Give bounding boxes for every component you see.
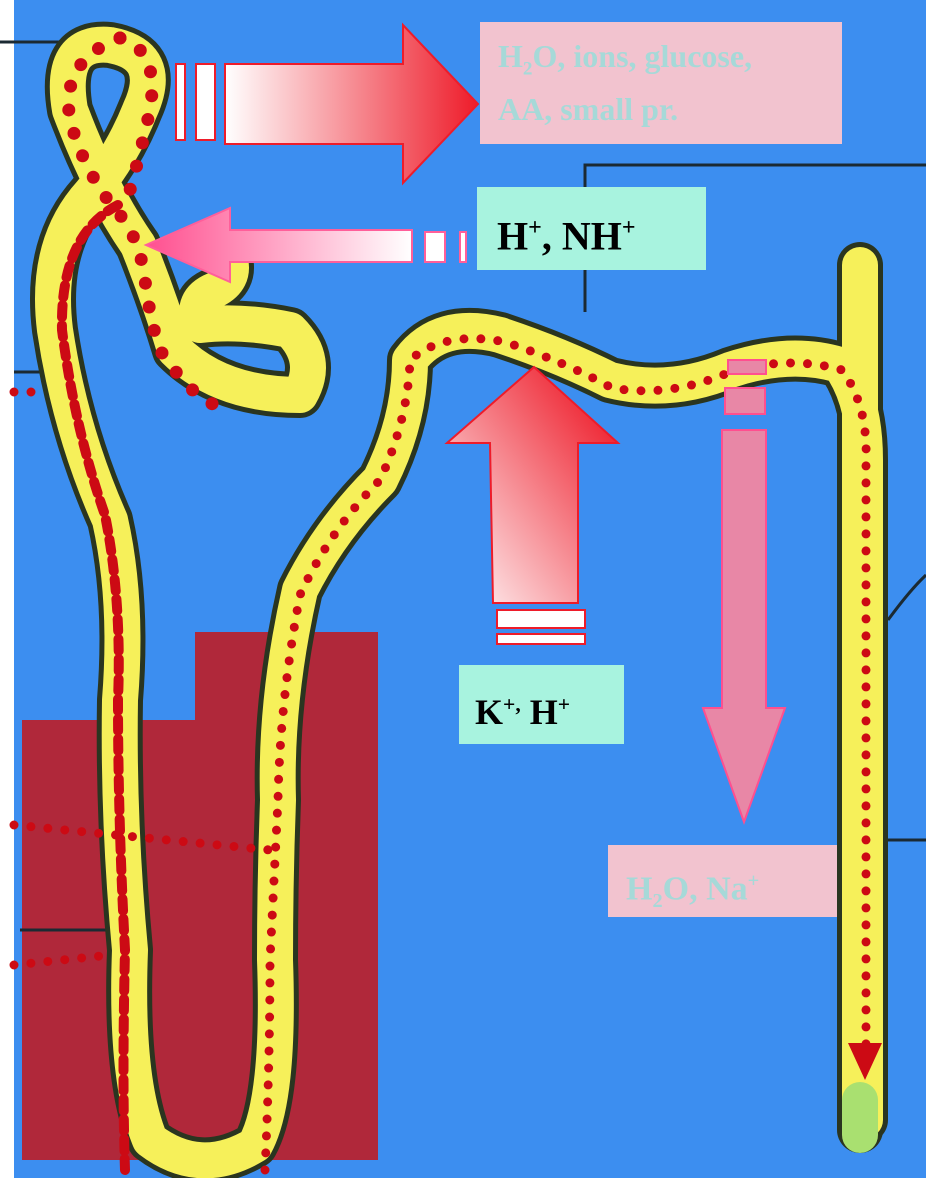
filtered-line1: H2O, ions, glucose, [498, 38, 752, 74]
secreted-ions-middle-label: K+, H+ [459, 665, 624, 744]
filtered-line2: AA, small pr. [498, 91, 678, 127]
left-white-margin [0, 0, 14, 1178]
filtered-substances-label: H2O, ions, glucose, AA, small pr. [480, 22, 842, 144]
reabsorbed-substances-label: H2O, Na+ [608, 845, 837, 917]
secreted-ions-top-label: H+, NH+ [477, 187, 706, 270]
